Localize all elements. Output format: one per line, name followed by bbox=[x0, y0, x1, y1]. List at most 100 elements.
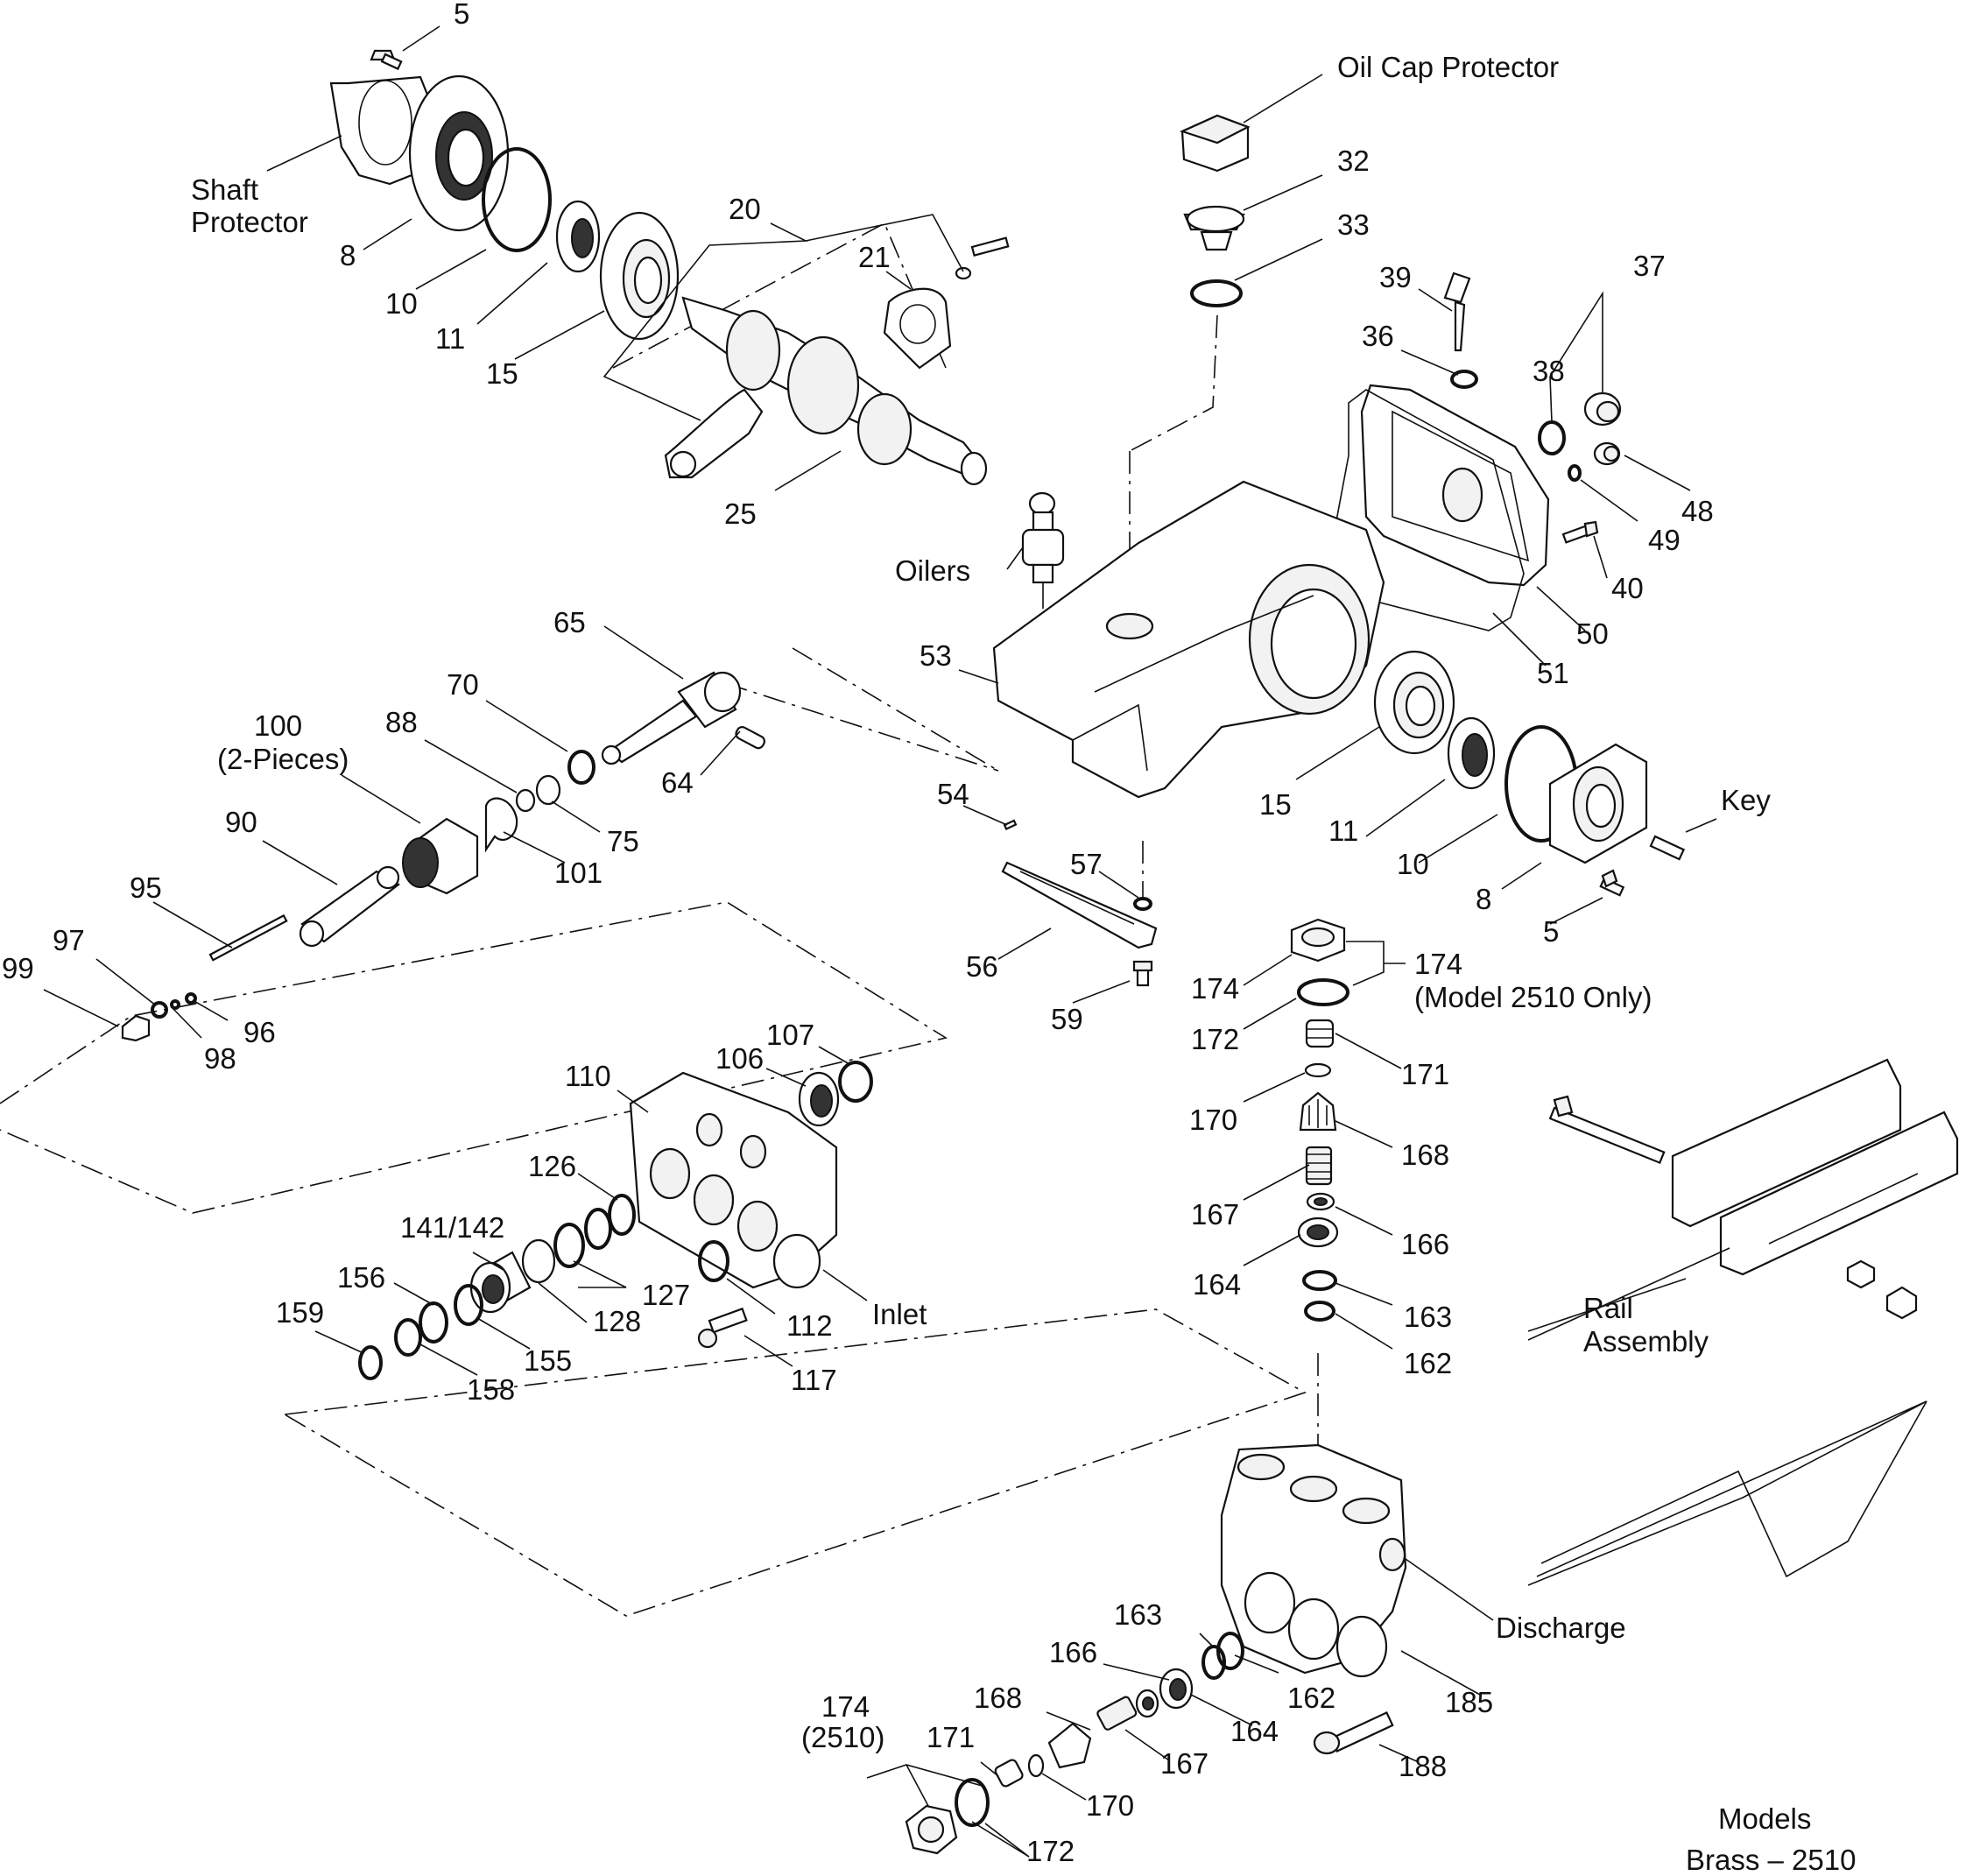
label-oil-cap-protector: Oil Cap Protector bbox=[1337, 51, 1559, 83]
o-ring-98 bbox=[170, 999, 180, 1010]
o-ring-96 bbox=[185, 992, 197, 1005]
part-labels: 5 Shaft Protector 8 10 11 15 20 21 25 Oi… bbox=[2, 0, 1856, 1876]
spring-167 bbox=[1305, 1146, 1333, 1186]
manifold-185 bbox=[1220, 1443, 1407, 1678]
o-ring-36 bbox=[1450, 370, 1478, 389]
label-168-bottom: 168 bbox=[974, 1682, 1022, 1714]
label-167-top: 167 bbox=[1191, 1198, 1239, 1231]
label-155: 155 bbox=[524, 1344, 572, 1377]
label-166-bottom: 166 bbox=[1049, 1636, 1097, 1668]
label-36: 36 bbox=[1362, 320, 1394, 352]
label-99: 99 bbox=[2, 952, 34, 984]
bolt-5-right bbox=[1599, 869, 1625, 897]
valve-seat-166 bbox=[1306, 1192, 1335, 1211]
label-162-top: 162 bbox=[1404, 1347, 1452, 1379]
label-39: 39 bbox=[1379, 261, 1412, 293]
label-159: 159 bbox=[276, 1296, 324, 1329]
label-40: 40 bbox=[1611, 572, 1644, 604]
o-ring-10-top bbox=[482, 147, 552, 252]
spring-retainer-171 bbox=[1305, 1019, 1335, 1048]
oiler-icon bbox=[1021, 491, 1065, 609]
seal-stack-126 bbox=[521, 1194, 636, 1284]
label-174-top: 174 bbox=[1191, 972, 1239, 1005]
plunger-rod-65 bbox=[601, 671, 742, 765]
label-174-model-only: (Model 2510 Only) bbox=[1414, 981, 1652, 1013]
spring-retainer-171-bottom bbox=[994, 1759, 1024, 1788]
label-117: 117 bbox=[791, 1364, 837, 1396]
label-164-top: 164 bbox=[1193, 1268, 1241, 1301]
label-156: 156 bbox=[337, 1261, 385, 1294]
pin-64 bbox=[735, 726, 766, 750]
label-assembly: Assembly bbox=[1583, 1325, 1709, 1358]
label-70: 70 bbox=[447, 668, 479, 701]
label-101: 101 bbox=[554, 857, 602, 889]
valve-seat-166-bottom bbox=[1135, 1689, 1159, 1718]
label-inlet: Inlet bbox=[872, 1298, 927, 1330]
label-174-bottom: 174 bbox=[821, 1690, 870, 1723]
label-167-bottom: 167 bbox=[1160, 1747, 1208, 1780]
washer-57 bbox=[1133, 897, 1152, 911]
crankshaft-25 bbox=[681, 296, 988, 486]
o-ring-162 bbox=[1304, 1301, 1335, 1322]
washer-170 bbox=[1304, 1062, 1332, 1078]
valve-cap-174-bottom bbox=[905, 1804, 958, 1855]
label-98: 98 bbox=[204, 1042, 236, 1075]
label-8-top: 8 bbox=[340, 239, 356, 272]
label-95: 95 bbox=[130, 871, 162, 904]
label-141-142: 141/142 bbox=[400, 1211, 504, 1244]
washer-97 bbox=[151, 1001, 168, 1019]
o-ring-38 bbox=[1538, 420, 1566, 455]
o-ring-159 bbox=[358, 1345, 383, 1380]
o-ring-155 bbox=[454, 1284, 483, 1326]
label-185: 185 bbox=[1445, 1686, 1493, 1718]
bearing-15-top bbox=[599, 211, 680, 341]
label-100-pieces: (2-Pieces) bbox=[217, 743, 349, 775]
label-discharge: Discharge bbox=[1496, 1612, 1626, 1644]
label-20: 20 bbox=[729, 193, 761, 225]
seal-11-top bbox=[555, 200, 601, 273]
plug-48 bbox=[1593, 441, 1621, 466]
o-ring-163 bbox=[1302, 1270, 1337, 1291]
label-163-top: 163 bbox=[1404, 1301, 1452, 1333]
o-ring-107 bbox=[838, 1061, 873, 1103]
label-163-bottom: 163 bbox=[1114, 1598, 1162, 1631]
nut-99 bbox=[121, 1014, 151, 1042]
bolt-117 bbox=[697, 1307, 748, 1349]
label-49: 49 bbox=[1648, 524, 1681, 556]
label-51: 51 bbox=[1537, 657, 1569, 689]
label-112: 112 bbox=[786, 1309, 833, 1342]
seal-plate-8-right bbox=[1548, 743, 1648, 864]
label-170-bottom: 170 bbox=[1086, 1789, 1134, 1822]
o-ring-33 bbox=[1190, 279, 1243, 307]
label-168-top: 168 bbox=[1401, 1139, 1449, 1171]
label-188: 188 bbox=[1399, 1750, 1447, 1782]
label-10-right: 10 bbox=[1397, 848, 1429, 880]
manifold-110 bbox=[629, 1071, 838, 1289]
label-162-bottom: 162 bbox=[1287, 1682, 1335, 1714]
label-key: Key bbox=[1721, 784, 1771, 816]
label-48: 48 bbox=[1681, 495, 1714, 527]
crankcase-icon bbox=[992, 480, 1385, 799]
label-164-bottom: 164 bbox=[1230, 1715, 1279, 1747]
label-models: Models bbox=[1718, 1802, 1811, 1835]
rail-assembly-icon bbox=[1548, 1058, 1959, 1320]
label-75: 75 bbox=[607, 825, 639, 857]
connecting-rod-cap-21 bbox=[883, 287, 952, 370]
label-172-bottom: 172 bbox=[1026, 1835, 1075, 1867]
label-10-top: 10 bbox=[385, 287, 418, 320]
washer-170-bottom bbox=[1027, 1753, 1045, 1778]
label-54: 54 bbox=[937, 778, 969, 810]
o-ring-172 bbox=[1297, 978, 1349, 1006]
bolt-40 bbox=[1561, 520, 1599, 544]
o-ring-163-bottom bbox=[1201, 1645, 1226, 1680]
label-8-right: 8 bbox=[1476, 883, 1491, 915]
label-166-top: 166 bbox=[1401, 1228, 1449, 1260]
label-174-model: 174 bbox=[1414, 948, 1462, 980]
label-97: 97 bbox=[53, 924, 85, 956]
spring-167-bottom bbox=[1096, 1696, 1138, 1731]
label-15-right: 15 bbox=[1259, 788, 1292, 821]
label-158: 158 bbox=[467, 1373, 515, 1406]
key-icon bbox=[1649, 835, 1686, 861]
label-59: 59 bbox=[1051, 1003, 1083, 1035]
